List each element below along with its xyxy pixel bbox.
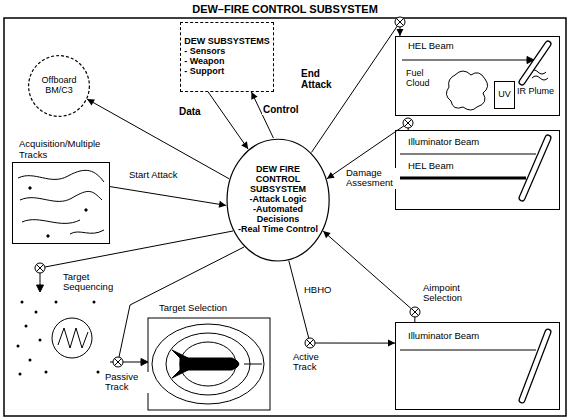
hel-beam [402,59,528,60]
node-text: - Support [184,67,270,77]
node-text: DEW FIRE CONTROL SUBSYSTEM [238,165,318,195]
summing-junction [35,263,45,273]
target-missile [522,332,548,400]
diagram-title: DEW–FIRE CONTROL SUBSYSTEM [0,3,570,15]
node-text: HEL Beam [408,41,454,51]
intercept-box [148,318,270,410]
target-dots [17,301,100,376]
text-stack: DEW FIRE CONTROL SUBSYSTEM-Attack Logic-… [238,165,318,234]
node-text: -Automated Decisions [238,205,318,225]
arrowhead [388,340,395,347]
arrowhead [251,92,257,100]
illuminator-beam [400,350,536,351]
connector-line [289,261,395,343]
node-text: DEW SUBSYSTEMS [184,37,270,47]
connector-line [208,92,248,149]
frame [4,18,566,416]
connector-line [323,231,415,322]
free-label: Target Selection [158,303,228,313]
node-text: HEL Beam [408,161,454,171]
node-text: - Sensors [184,47,270,57]
node-heading: Acquisition/Multiple Tracks [19,139,111,160]
circle-outline [29,56,90,117]
text-stack: Offboard BM/C3 [35,76,83,96]
fuel-cloud [446,71,487,110]
edge-label: Aimpoint Selection [422,283,476,304]
node-text: IR Plume [517,87,554,97]
node-text: -Attack Logic [238,195,318,205]
arrowhead [241,141,248,149]
connector [323,231,415,322]
node-text: Illuminator Beam [408,331,479,341]
target-sequencing-line [45,231,233,267]
connector-line [110,187,226,206]
target-missile [522,44,548,82]
illuminator-beam [400,154,536,155]
uv-sensor-box: UV [494,81,515,109]
free-label: Target Sequencing [62,272,124,293]
arrowhead [396,29,403,36]
target-missile [522,138,548,198]
arrowhead [219,201,226,208]
node-text: Fuel Cloud [406,69,442,89]
arrowhead [141,359,148,366]
track-box: Acquisition/Multiple Tracks [12,162,110,244]
radar-trace [58,328,88,348]
hel-beam [400,177,526,180]
node-text: -Real Time Control [238,225,318,235]
edge-label: Data [178,106,202,117]
edge-label: Control [262,104,300,115]
seeker-field [152,324,264,404]
free-label: Passive Track [104,372,150,393]
summing-junction [113,357,123,367]
text-stack: UV [498,90,511,100]
summing-junction [403,118,413,128]
edge-label: End Attack [300,68,346,90]
text-stack: DEW SUBSYSTEMS- Sensors- Weapon- Support [184,37,270,77]
radar-scope [52,318,92,358]
fire-control-ellipse: DEW FIRE CONTROL SUBSYSTEM-Attack Logic-… [226,138,330,262]
track-curves [18,170,104,237]
node-text: - Weapon [184,57,270,67]
arrowhead [323,231,331,238]
arrowhead [37,285,44,292]
offboard-circle: Offboard BM/C3 [28,55,90,117]
target-sequencing-line [40,273,41,286]
aimpoint-box: Illuminator Beam [395,322,560,410]
node-text: UV [498,90,511,100]
connector [110,187,226,208]
arrowhead [327,172,335,179]
edge-label: HBHO [303,285,332,295]
node-text: Offboard BM/C3 [35,76,83,96]
arrowhead [87,99,95,105]
kill-box: HEL BeamFuel Cloud IR Plume UV [395,36,560,116]
node-text: Illuminator Beam [408,137,479,147]
connector-line [87,99,229,179]
missile [172,350,262,378]
edge-label: Start Attack [128,170,179,180]
subsystem-box: DEW SUBSYSTEMS- Sensors- Weapon- Support [180,22,274,92]
connector [251,92,273,138]
connector [289,261,395,347]
summing-junction [395,17,405,27]
edge-label: Damage Assesment [345,168,399,189]
connector [208,92,248,149]
summing-junction [305,338,315,348]
passive-track-line [123,362,142,363]
free-label: Active Track [292,352,334,373]
ellipse-outline [227,139,329,261]
damage-box: Illuminator BeamHEL Beam [395,130,560,210]
connector-line [251,92,273,138]
summing-junction [410,307,420,317]
connector [87,99,229,179]
